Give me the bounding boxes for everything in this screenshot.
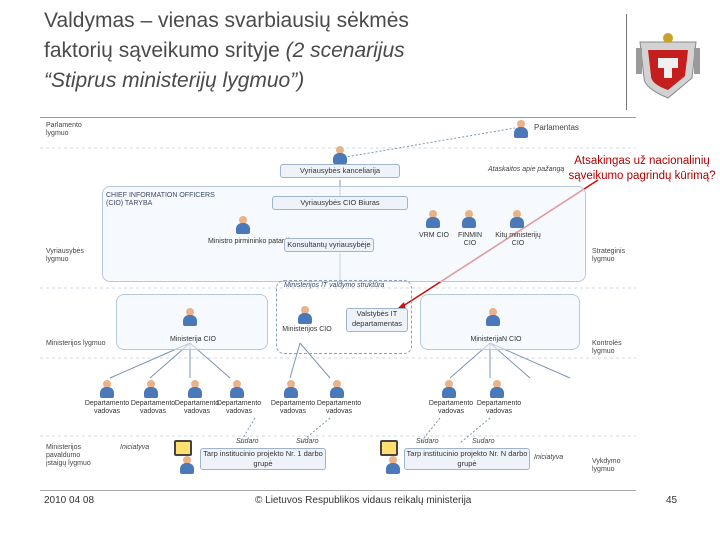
unit-3-icon (188, 380, 202, 398)
unit-8-label: Departamento vadovas (476, 400, 522, 415)
chancellery-box: Vyriausybės kanceliarija (280, 164, 400, 178)
unit-5-icon (284, 380, 298, 398)
cio-bureau-box: Vyriausybės CIO Biuras (272, 196, 408, 210)
chancellery-icon (333, 146, 347, 164)
initiative-label-left: Iniciatyva (120, 444, 150, 451)
ministry-n-frame (420, 294, 580, 350)
project-n-box: Tarp institucinio projekto Nr. N darbo g… (404, 448, 530, 470)
page-number: 45 (666, 495, 678, 506)
support-label-4: Sudaro (472, 438, 495, 445)
support-label-2: Sudaro (296, 438, 319, 445)
governance-diagram: Parlamento lygmuo Vyriausybės lygmuo Min… (40, 118, 636, 490)
ministry-n-cio-label: MinisterijaN CIO (470, 336, 522, 343)
level-government: Vyriausybės lygmuo (46, 248, 84, 263)
right-label-executive: Vykdymo lygmuo (592, 458, 621, 473)
support-label-1: Sudaro (236, 438, 259, 445)
parliament-label: Parlamentas (534, 123, 579, 132)
initiative-label-right: Iniciatyva (534, 454, 564, 461)
finmin-cio-label: FINMIN CIO (457, 232, 483, 247)
unit-8-icon (490, 380, 504, 398)
cio-council-label: CHIEF INFORMATION OFFICERS (CIO) TARYBA (106, 192, 215, 207)
unit-4-label: Departamento vadovas (216, 400, 262, 415)
unit-4-icon (230, 380, 244, 398)
project-n-computer-icon (380, 440, 398, 456)
parliament-icon (514, 120, 528, 138)
project-n-team-icon (386, 456, 400, 474)
vrm-cio-label: VRM CIO (419, 232, 449, 239)
coat-of-arms-icon (636, 33, 700, 99)
title-line-2: faktorių sąveikumo srityje (2 scenarijus (44, 36, 589, 66)
project-1-team-icon (180, 456, 194, 474)
unit-6-label: Departamento vadovas (316, 400, 362, 415)
other-cio-icon (510, 210, 524, 228)
ministry-it-frame (276, 280, 412, 354)
premier-advisor-label: Ministro pirmininko patarėjas (208, 238, 298, 245)
unit-3-label: Departamento vadovas (174, 400, 220, 415)
unit-1-label: Departamento vadovas (84, 400, 130, 415)
vertical-divider (626, 14, 627, 110)
right-label-strategic: Strateginis lygmuo (592, 248, 626, 263)
ministry-1-cio-icon (183, 308, 197, 326)
unit-7-label: Departamento vadovas (428, 400, 474, 415)
unit-2-label: Departamento vadovas (130, 400, 176, 415)
ministry-n-cio-icon (486, 308, 500, 326)
unit-2-icon (144, 380, 158, 398)
project-1-computer-icon (174, 440, 192, 456)
unit-6-icon (330, 380, 344, 398)
vrm-cio-icon (426, 210, 440, 228)
footer-date: 2010 04 08 (44, 495, 95, 506)
support-label-3: Sudaro (416, 438, 439, 445)
other-cio-label: Kitų ministerijų CIO (495, 232, 541, 247)
footer-copyright: © Lietuvos Respublikos vidaus reikalų mi… (255, 495, 472, 506)
ministry-it-label: Ministerijos IT valdymo struktūra (284, 282, 385, 289)
title-line-2a: faktorių sąveikumo srityje (44, 39, 286, 62)
ministry-1-cio-label: Ministerija CIO (170, 336, 216, 343)
ministry-cio-label: Ministerijos CIO (282, 326, 332, 333)
level-parliament: Parlamento lygmuo (46, 122, 82, 137)
project-1-box: Tarp institucinio projekto Nr. 1 darbo g… (200, 448, 326, 470)
level-subordinate: Ministerijos pavaldumo įstaigų lygmuo (46, 444, 91, 467)
right-label-control: Kontrolės lygmuo (592, 340, 622, 355)
annotation-note: Atsakingas už nacionalinių sąveikumo pag… (568, 155, 716, 182)
progress-reports-label: Ataskaitos apie pažangą (488, 166, 565, 173)
title-line-2b: (2 scenarijus (285, 39, 405, 62)
footer-divider (40, 490, 636, 491)
level-ministry: Ministerijos lygmuo (46, 340, 106, 347)
it-department-box: Valstybės IT departamentas (346, 308, 408, 332)
finmin-cio-icon (462, 210, 476, 228)
unit-7-icon (442, 380, 456, 398)
slide-title: Valdymas – vienas svarbiausių sėkmės fak… (44, 6, 589, 96)
premier-advisor-icon (236, 216, 250, 234)
consultants-box: Konsultantų vyriausybėje (284, 238, 374, 252)
ministry-cio-icon (298, 306, 312, 324)
unit-1-icon (100, 380, 114, 398)
unit-5-label: Departamento vadovas (270, 400, 316, 415)
title-line-3: “Stiprus ministerijų lygmuo”) (44, 69, 305, 92)
title-divider (40, 117, 636, 118)
title-line-1: Valdymas – vienas svarbiausių sėkmės (44, 9, 409, 32)
